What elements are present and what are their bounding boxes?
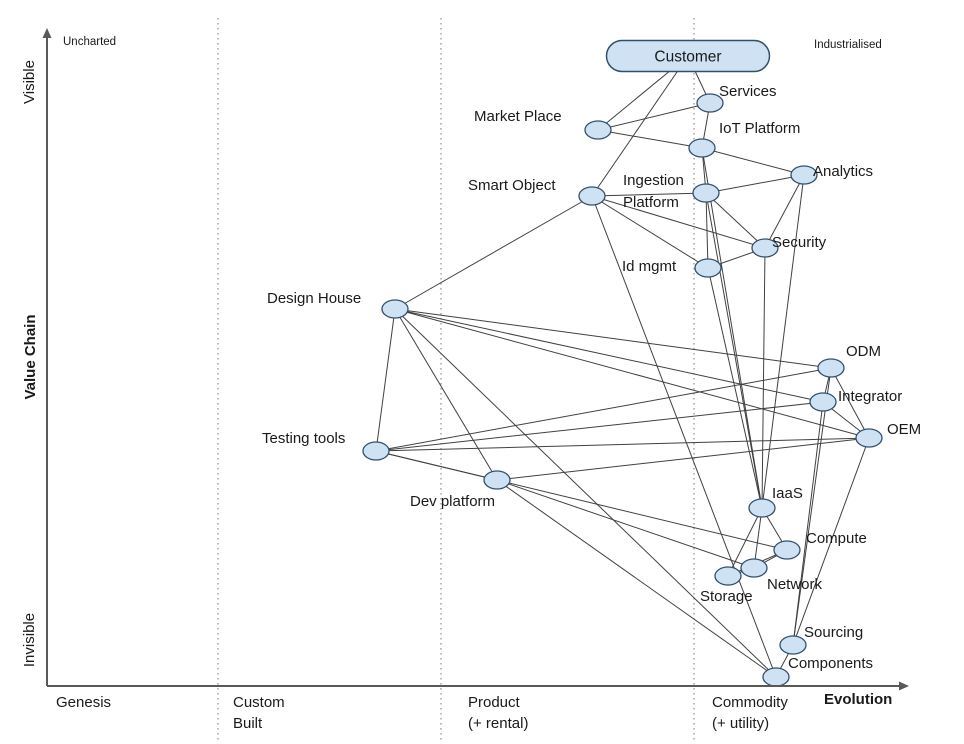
edge-odm--sourcing [792, 367, 832, 646]
node-label-iaas: IaaS [772, 485, 803, 502]
node-testing-tools [362, 441, 390, 461]
node-security [751, 238, 779, 258]
edge-iaas--network [753, 507, 763, 569]
edge-id-mgmt--iaas [707, 267, 763, 509]
node-label-oem: OEM [887, 421, 921, 438]
node-label-network: Network [767, 576, 823, 593]
y-axis-invisible-label: Invisible [21, 613, 38, 667]
node-odm [817, 358, 845, 378]
edge-smart-object--design-house [394, 195, 593, 310]
edge-design-house--integrator [394, 308, 824, 403]
x-axis-stage-3-line2: (+ rental) [468, 715, 528, 732]
industrialised-label: Industrialised [814, 39, 882, 51]
node-label-services: Services [719, 83, 777, 100]
node-design-house [381, 299, 409, 319]
node-ingestion [692, 183, 720, 203]
edge-smart-object--id-mgmt [591, 195, 709, 269]
edge-security--iaas [761, 247, 766, 509]
node-label-id-mgmt: Id mgmt [622, 258, 677, 275]
x-axis-stage-1: Genesis [56, 694, 111, 711]
edge-odm--oem [830, 367, 870, 439]
edge-design-house--odm [394, 308, 832, 369]
node-label-customer: Customer [654, 49, 721, 66]
edge-testing-tools--integrator [375, 401, 824, 452]
node-components [762, 667, 790, 687]
y-axis-arrow-icon [42, 28, 52, 38]
node-iaas [748, 498, 776, 518]
node-sourcing [779, 635, 807, 655]
edge-design-house--components [394, 308, 777, 678]
edge-customer--smart-object [591, 55, 689, 197]
edge-design-house--oem [394, 308, 870, 439]
node-label-components: Components [788, 655, 873, 672]
node-label-iot-platform: IoT Platform [719, 120, 800, 137]
edge-iot-platform--analytics [701, 147, 805, 176]
node-network [740, 558, 768, 578]
node-label-sourcing: Sourcing [804, 624, 863, 641]
node-analytics [790, 165, 818, 185]
uncharted-label: Uncharted [63, 36, 116, 48]
node-integrator [809, 392, 837, 412]
edge-ingestion--iaas [705, 192, 763, 509]
edge-integrator--sourcing [792, 401, 824, 646]
edge-dev-platform--oem [496, 437, 870, 481]
x-axis-stage-2: Custom [233, 694, 285, 711]
edge-design-house--dev-platform [394, 308, 498, 481]
x-axis-stage-4-line2: (+ utility) [712, 715, 769, 732]
node-label-analytics: Analytics [813, 163, 873, 180]
node-market-place [584, 120, 612, 140]
node-label-smart-object: Smart Object [468, 177, 556, 194]
node-iot-platform [688, 138, 716, 158]
edge-smart-object--security [591, 195, 766, 249]
node-label-storage: Storage [700, 588, 753, 605]
node-compute [773, 540, 801, 560]
edge-testing-tools--compute [375, 450, 788, 551]
node-label-design-house: Design House [267, 290, 361, 307]
node-smart-object [578, 186, 606, 206]
node-label-dev-platform: Dev platform [410, 493, 495, 510]
edge-iaas--storage [727, 507, 763, 577]
node-label-ingestion-line2: Platform [623, 194, 679, 211]
node-label-compute: Compute [806, 530, 867, 547]
x-axis-stage-4: Commodity [712, 694, 788, 711]
edge-dev-platform--components [496, 479, 777, 678]
x-axis-arrow-icon [899, 681, 909, 691]
edge-oem--sourcing [792, 437, 870, 646]
edge-ingestion--security [705, 192, 766, 249]
node-label-testing-tools: Testing tools [262, 430, 345, 447]
y-axis-title: Value Chain [22, 314, 39, 399]
node-id-mgmt [694, 258, 722, 278]
x-axis-title: Evolution [824, 691, 892, 708]
edge-design-house--testing-tools [375, 308, 396, 452]
edge-market-place--services [597, 102, 711, 131]
node-label-ingestion: Ingestion [623, 172, 684, 189]
edge-smart-object--components [591, 195, 777, 678]
node-customer [605, 39, 771, 73]
node-storage [714, 566, 742, 586]
y-axis-visible-label: Visible [21, 60, 38, 104]
edge-testing-tools--oem [375, 437, 870, 452]
edge-market-place--iot-platform [597, 129, 703, 149]
node-services [696, 93, 724, 113]
edge-testing-tools--odm [375, 367, 832, 452]
node-label-integrator: Integrator [838, 388, 902, 405]
edge-analytics--ingestion [705, 174, 805, 194]
node-label-odm: ODM [846, 343, 881, 360]
edge-analytics--iaas [761, 174, 805, 509]
x-axis-stage-2-line2: Built [233, 715, 263, 732]
x-axis-stage-3: Product [468, 694, 521, 711]
edge-dev-platform--network [496, 479, 755, 569]
node-label-market-place: Market Place [474, 108, 562, 125]
edge-ingestion--smart-object [591, 192, 707, 197]
node-label-security: Security [772, 234, 827, 251]
node-dev-platform [483, 470, 511, 490]
node-oem [855, 428, 883, 448]
edge-analytics--security [764, 174, 805, 249]
edge-iot-platform--iaas [701, 147, 763, 509]
